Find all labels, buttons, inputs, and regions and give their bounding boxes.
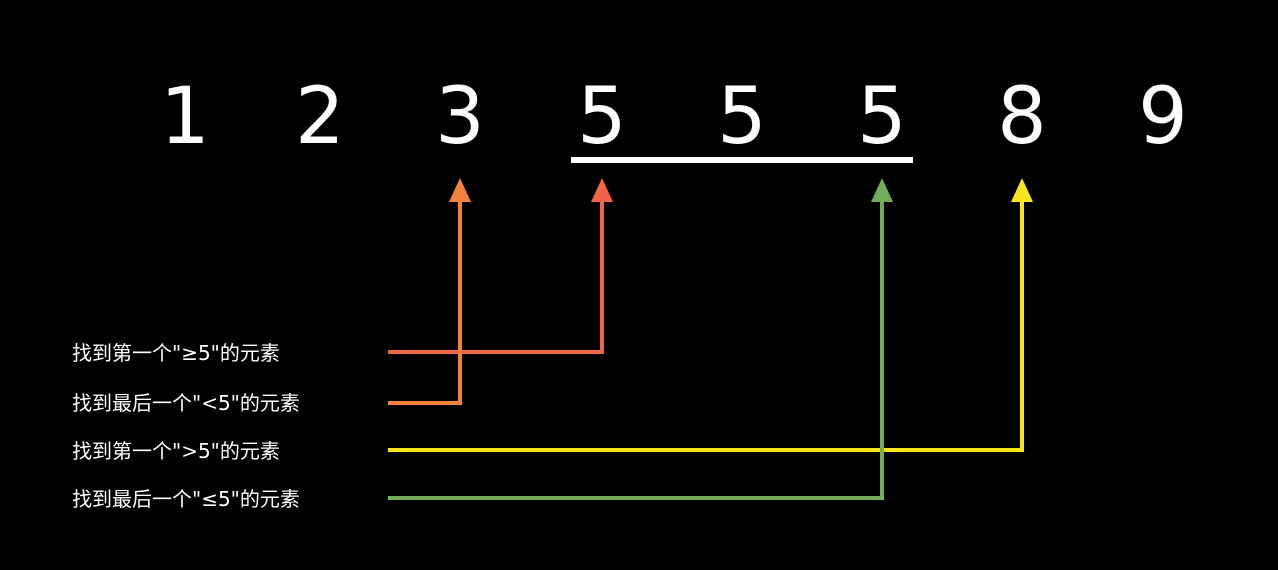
array-element: 8 (997, 72, 1047, 162)
array-element: 9 (1138, 72, 1188, 162)
query-connector-line (388, 200, 1024, 452)
array-element: 5 (717, 72, 767, 162)
query-connector-line (388, 200, 604, 354)
equal-range-underline (571, 157, 913, 163)
arrow-up-icon (871, 178, 893, 202)
array-element: 2 (295, 72, 345, 162)
arrow-up-icon (1011, 178, 1033, 202)
arrow-up-icon (449, 178, 471, 202)
query-connector-line (388, 200, 884, 500)
query-label-first-gt-5: 找到第一个">5"的元素 (72, 439, 280, 463)
query-connector-line (388, 200, 462, 405)
arrow-up-icon (591, 178, 613, 202)
query-label-last-le-5: 找到最后一个"≤5"的元素 (72, 487, 300, 511)
query-label-first-ge-5: 找到第一个"≥5"的元素 (72, 341, 280, 365)
array-element: 5 (577, 72, 627, 162)
query-label-last-lt-5: 找到最后一个"<5"的元素 (72, 391, 300, 415)
array-element: 5 (857, 72, 907, 162)
array-element: 3 (435, 72, 485, 162)
array-element: 1 (160, 72, 210, 162)
